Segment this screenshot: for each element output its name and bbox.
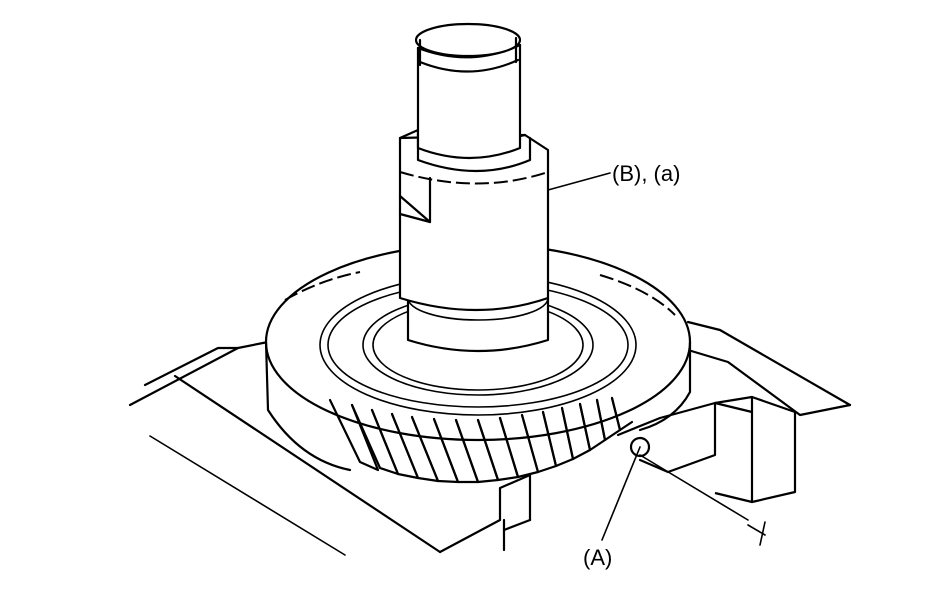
base-plate-left (128, 340, 532, 556)
shaft (398, 22, 550, 353)
callout-label-b-a: (B), (a) (612, 161, 680, 186)
callout-leaders (547, 172, 641, 541)
gear-teeth (328, 396, 634, 484)
base-plate-right (639, 320, 852, 546)
locating-pin (616, 401, 717, 474)
callout-label-a: (A) (583, 545, 612, 570)
